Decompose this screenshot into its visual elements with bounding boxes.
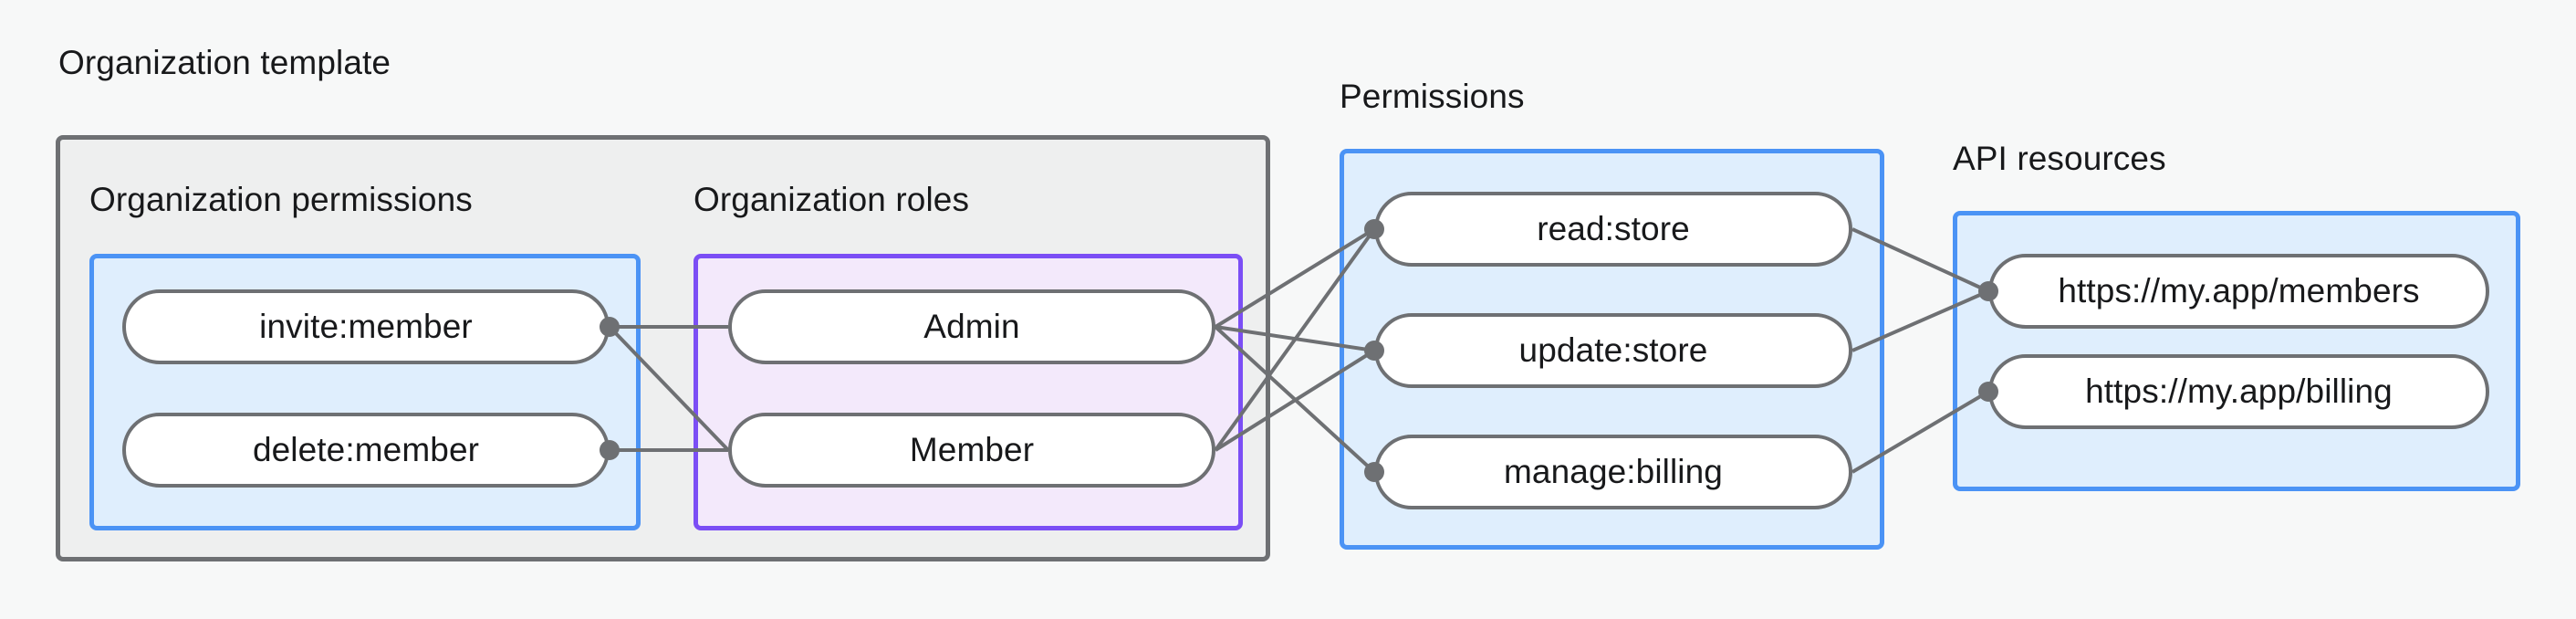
node-label: invite:member — [259, 308, 473, 345]
group-label-permissions: Permissions — [1340, 78, 1525, 115]
node-label: https://my.app/billing — [2085, 372, 2393, 410]
subgroup-label-organization-permissions: Organization permissions — [89, 181, 473, 218]
node-delete-member[interactable]: delete:member — [122, 413, 610, 488]
node-res-billing[interactable]: https://my.app/billing — [1988, 354, 2489, 429]
node-label: update:store — [1518, 331, 1708, 369]
group-label-organization-template: Organization template — [58, 44, 391, 81]
node-role-member[interactable]: Member — [728, 413, 1215, 488]
node-label: read:store — [1537, 210, 1690, 247]
group-label-api-resources: API resources — [1953, 140, 2166, 177]
node-role-admin[interactable]: Admin — [728, 289, 1215, 364]
node-label: Member — [909, 431, 1035, 468]
node-label: manage:billing — [1503, 453, 1723, 490]
node-label: Admin — [923, 308, 1020, 345]
node-label: https://my.app/members — [2058, 272, 2420, 310]
node-label: delete:member — [252, 431, 480, 468]
node-manage-billing[interactable]: manage:billing — [1374, 435, 1852, 509]
node-read-store[interactable]: read:store — [1374, 192, 1852, 267]
subgroup-label-organization-roles: Organization roles — [694, 181, 970, 218]
node-res-members[interactable]: https://my.app/members — [1988, 254, 2489, 329]
node-update-store[interactable]: update:store — [1374, 313, 1852, 388]
node-invite-member[interactable]: invite:member — [122, 289, 610, 364]
